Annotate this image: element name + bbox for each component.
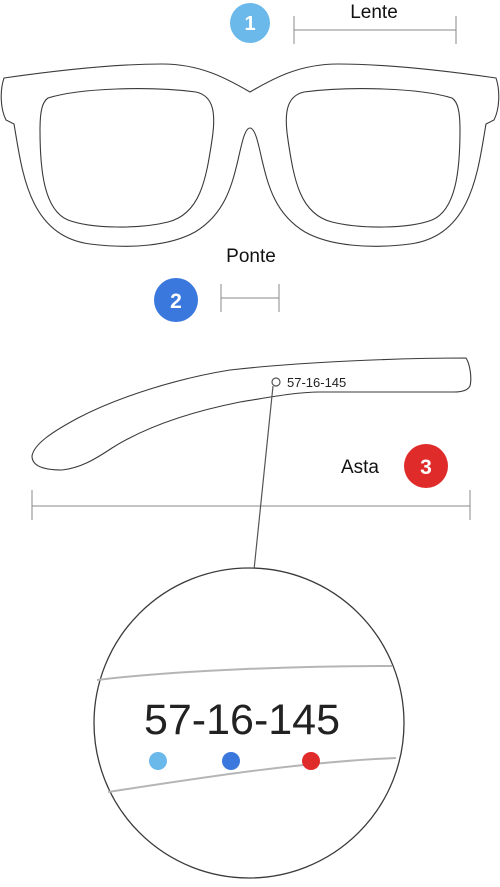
temple-arm xyxy=(31,357,472,471)
magnifier-code: 57-16-145 xyxy=(144,696,340,744)
right-lens xyxy=(285,88,461,228)
magnifier-arm-top-edge xyxy=(96,665,393,681)
bridge-marker-number: 2 xyxy=(170,290,182,313)
bridge-marker-circle xyxy=(154,278,198,322)
lens-marker-number: 1 xyxy=(244,13,255,35)
temple-color-dot xyxy=(302,752,320,770)
temple-measure-line xyxy=(31,490,471,520)
magnifier: 57-16-145 xyxy=(93,567,405,879)
bridge-color-dot xyxy=(222,752,240,770)
left-lens xyxy=(39,88,215,228)
temple-label: Asta xyxy=(341,457,379,478)
lens-label: Lente xyxy=(350,2,398,23)
magnifier-circle xyxy=(93,567,405,879)
temple-marker-circle xyxy=(404,444,448,488)
temple-marker: 3 xyxy=(404,444,448,488)
temple-code: 57-16-145 xyxy=(287,375,346,390)
magnifier-leader-line xyxy=(253,385,274,571)
lens-measure-line xyxy=(293,16,457,44)
bridge-measure-line xyxy=(220,284,280,312)
temple-marker-number: 3 xyxy=(420,456,432,479)
temple-code-dot xyxy=(271,377,281,387)
bridge-marker: 2 xyxy=(154,278,198,322)
glasses-front-view xyxy=(0,63,500,247)
magnifier-arm-bottom-edge xyxy=(107,757,397,793)
bridge-label: Ponte xyxy=(226,246,276,267)
lens-color-dot xyxy=(149,752,167,770)
lens-marker: 1 xyxy=(230,3,270,43)
lens-marker-circle xyxy=(230,3,270,43)
